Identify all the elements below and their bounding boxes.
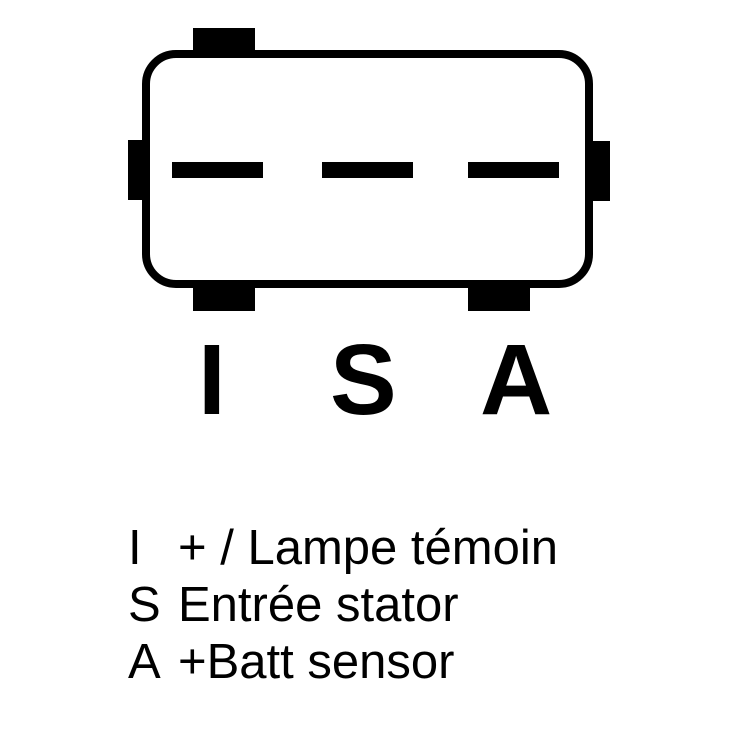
- pin-label-a: A: [480, 324, 553, 436]
- legend-item-i: I + / Lampe témoin: [128, 520, 558, 576]
- pin-label-s: S: [330, 324, 397, 436]
- bottom-tab-i: [193, 284, 255, 311]
- legend-code: I: [128, 521, 142, 575]
- legend-code: A: [128, 635, 161, 689]
- terminal-a: [468, 162, 559, 178]
- top-tab: [193, 28, 255, 54]
- terminal-i: [172, 162, 263, 178]
- legend-description: +Batt sensor: [178, 635, 455, 689]
- legend-item-s: S Entrée stator: [128, 577, 459, 633]
- legend-item-a: A +Batt sensor: [128, 634, 454, 690]
- legend-description: Entrée stator: [178, 578, 459, 632]
- pin-label-i: I: [198, 324, 226, 436]
- legend-code: S: [128, 578, 161, 632]
- bottom-tab-a: [468, 284, 530, 311]
- legend-description: + / Lampe témoin: [178, 521, 558, 575]
- terminal-s: [322, 162, 413, 178]
- right-tab: [588, 141, 610, 201]
